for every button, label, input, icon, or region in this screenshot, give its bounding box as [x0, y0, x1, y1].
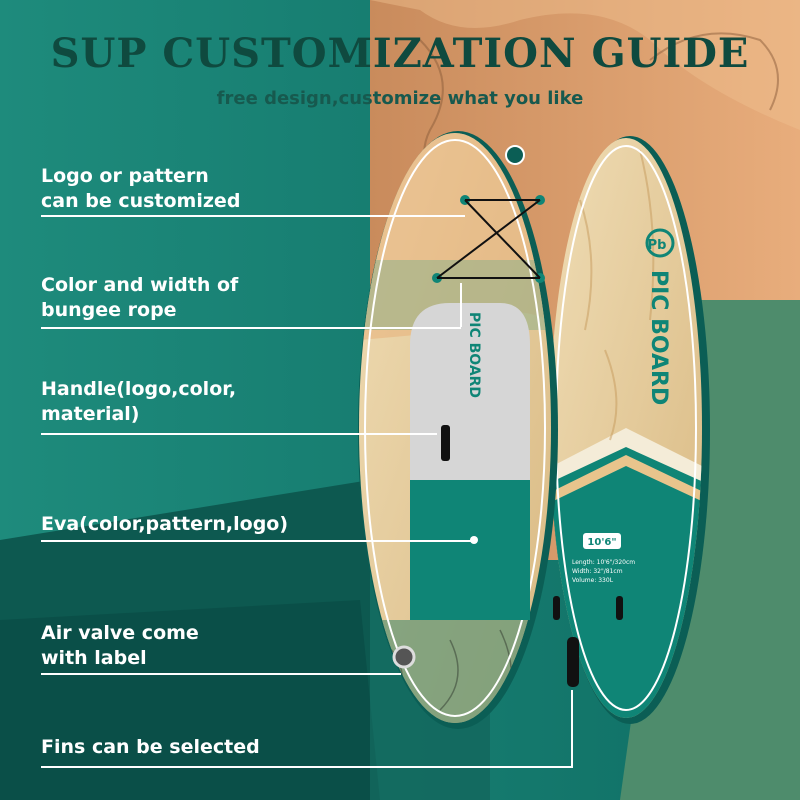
size-badge-text: 10'6"	[587, 537, 616, 548]
brand-logo-icon	[645, 228, 675, 258]
callout-fins: Fins can be selected	[41, 736, 260, 758]
callout-logo: Logo or pattern can be customized	[41, 165, 241, 212]
callout-eva-line	[41, 540, 474, 542]
callout-fins-line	[41, 766, 573, 768]
page-subtitle: free design,customize what you like	[216, 88, 584, 109]
eva-pad-lower	[410, 480, 530, 620]
callout-eva: Eva(color,pattern,logo)	[41, 513, 289, 535]
handle-icon	[441, 425, 450, 461]
right-board: Pb PIC BOARD 10'6" Length: 10'6"/320cm W…	[550, 136, 710, 724]
side-fin-left	[553, 596, 560, 620]
callout-bungee-line	[41, 327, 461, 329]
leash-ring-icon	[505, 145, 525, 165]
callout-bungee-leader	[460, 283, 462, 327]
size-badge	[583, 533, 621, 549]
svg-text:Pb: Pb	[648, 238, 667, 253]
callout-valve: Air valve come with label	[41, 622, 199, 669]
callout-handle-line	[41, 433, 437, 435]
callout-valve-line	[41, 673, 401, 675]
eva-pad-upper	[410, 303, 530, 480]
bungee-rope	[436, 199, 541, 279]
left-board-brand: PIC BOARD	[466, 312, 482, 398]
callout-handle: Handle(logo,color, material)	[41, 378, 237, 425]
callout-logo-line	[41, 215, 465, 217]
left-board: PIC BOARD	[358, 131, 558, 729]
center-fin	[567, 637, 579, 687]
callout-eva-dot	[470, 536, 478, 544]
spec-line-1: Length: 10'6"/320cm	[572, 559, 635, 566]
spec-line-3: Volume: 330L	[572, 577, 614, 584]
callout-fins-leader	[571, 690, 573, 768]
page-title: SUP CUSTOMIZATION GUIDE	[50, 30, 750, 77]
side-fin-right	[616, 596, 623, 620]
callout-bungee: Color and width of bungee rope	[41, 274, 239, 321]
spec-line-2: Width: 32"/81cm	[572, 568, 623, 575]
air-valve-icon	[392, 645, 416, 669]
right-board-brand: PIC BOARD	[646, 270, 671, 405]
